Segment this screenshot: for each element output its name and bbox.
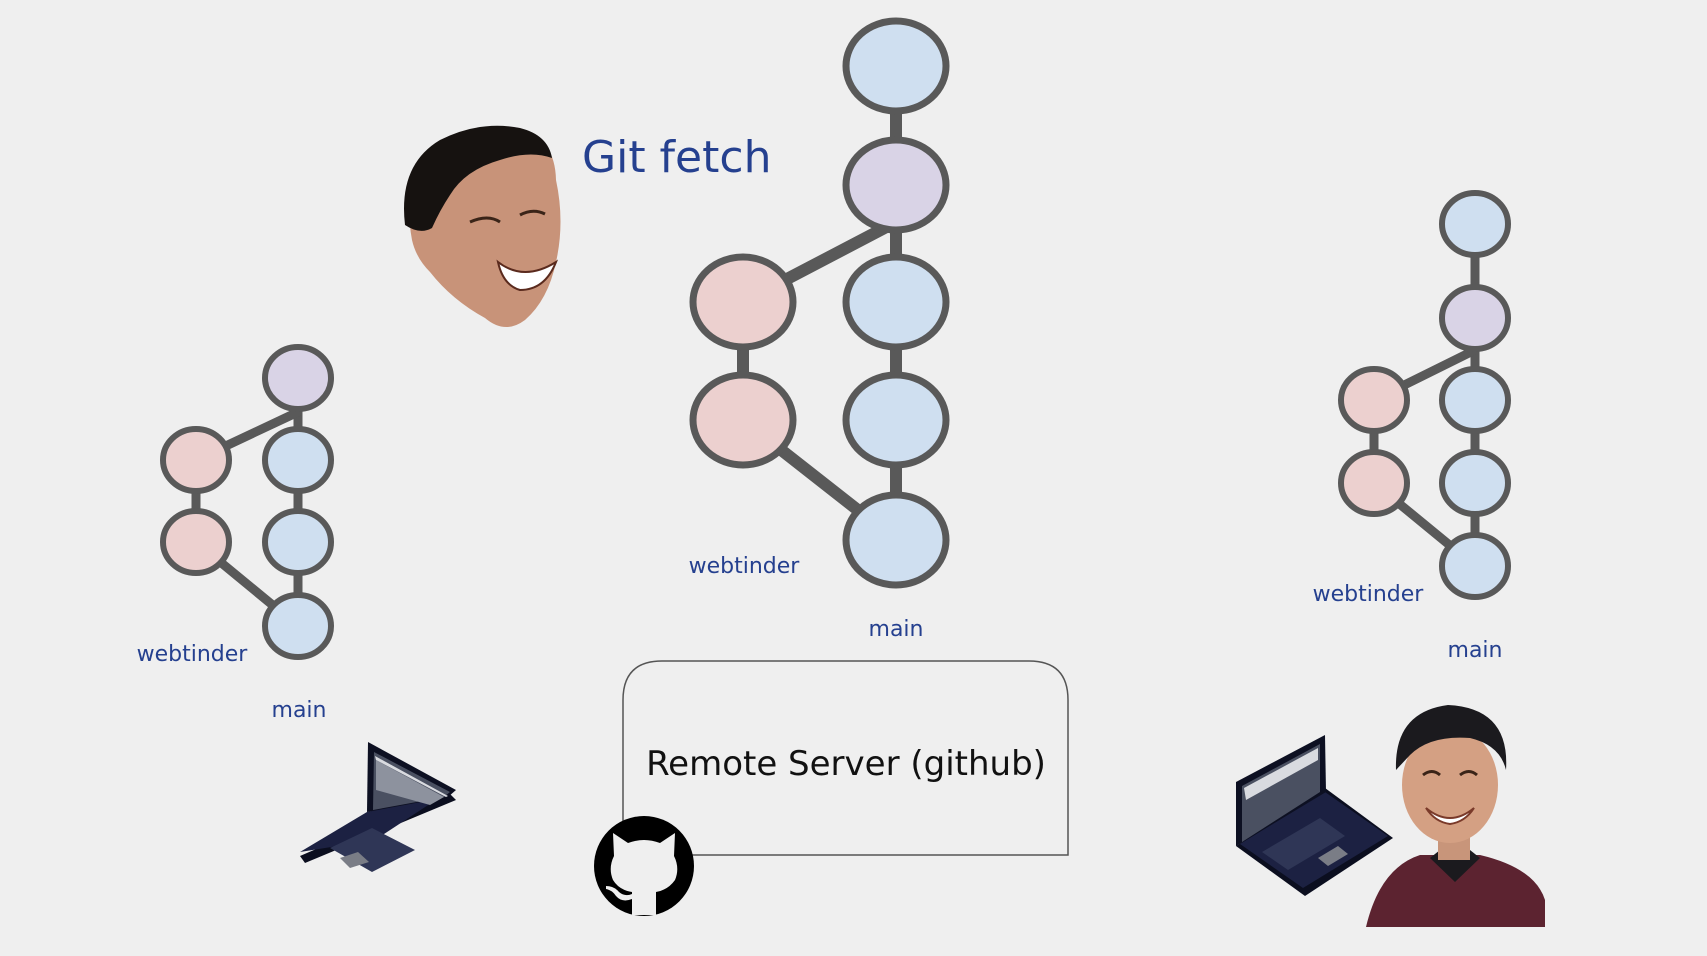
right-main-label: main bbox=[1448, 638, 1503, 663]
left-commit-main bbox=[262, 426, 334, 494]
center-commit-branch-point bbox=[842, 136, 950, 234]
center-commit-main bbox=[842, 371, 950, 469]
right-commit-branch-point bbox=[1439, 284, 1511, 352]
right-commit-main bbox=[1439, 449, 1511, 517]
left-commit-branch-point bbox=[262, 344, 334, 412]
slide-title: Git fetch bbox=[582, 132, 771, 183]
left-commit-feature bbox=[160, 508, 232, 576]
laptop-icon bbox=[300, 742, 456, 872]
left-commit-feature bbox=[160, 426, 232, 494]
center-commit-main bbox=[842, 17, 950, 115]
right-commit-main bbox=[1439, 190, 1511, 258]
left-main-label: main bbox=[272, 698, 327, 723]
center-branch-label: webtinder bbox=[689, 554, 801, 579]
right-commit-main bbox=[1439, 366, 1511, 434]
right-commit-feature bbox=[1338, 366, 1410, 434]
right-commit-feature bbox=[1338, 449, 1410, 517]
center-main-label: main bbox=[869, 617, 924, 642]
person-left-face-icon bbox=[404, 125, 561, 328]
left-commit-graph bbox=[191, 373, 303, 631]
center-commit-feature bbox=[689, 371, 797, 469]
left-branch-label: webtinder bbox=[137, 642, 249, 667]
left-commit-main-head bbox=[262, 592, 334, 660]
center-commit-main bbox=[842, 253, 950, 351]
center-commit-main-head bbox=[842, 491, 950, 589]
right-branch-label: webtinder bbox=[1313, 582, 1425, 607]
remote-server-label: Remote Server (github) bbox=[646, 744, 1046, 784]
github-icon bbox=[594, 816, 694, 916]
left-commit-main bbox=[262, 508, 334, 576]
right-commit-main-head bbox=[1439, 532, 1511, 600]
person-right-icon bbox=[1366, 705, 1545, 927]
laptop-icon bbox=[1236, 735, 1393, 896]
remote-server-box bbox=[622, 660, 1069, 856]
center-commit-feature bbox=[689, 253, 797, 351]
